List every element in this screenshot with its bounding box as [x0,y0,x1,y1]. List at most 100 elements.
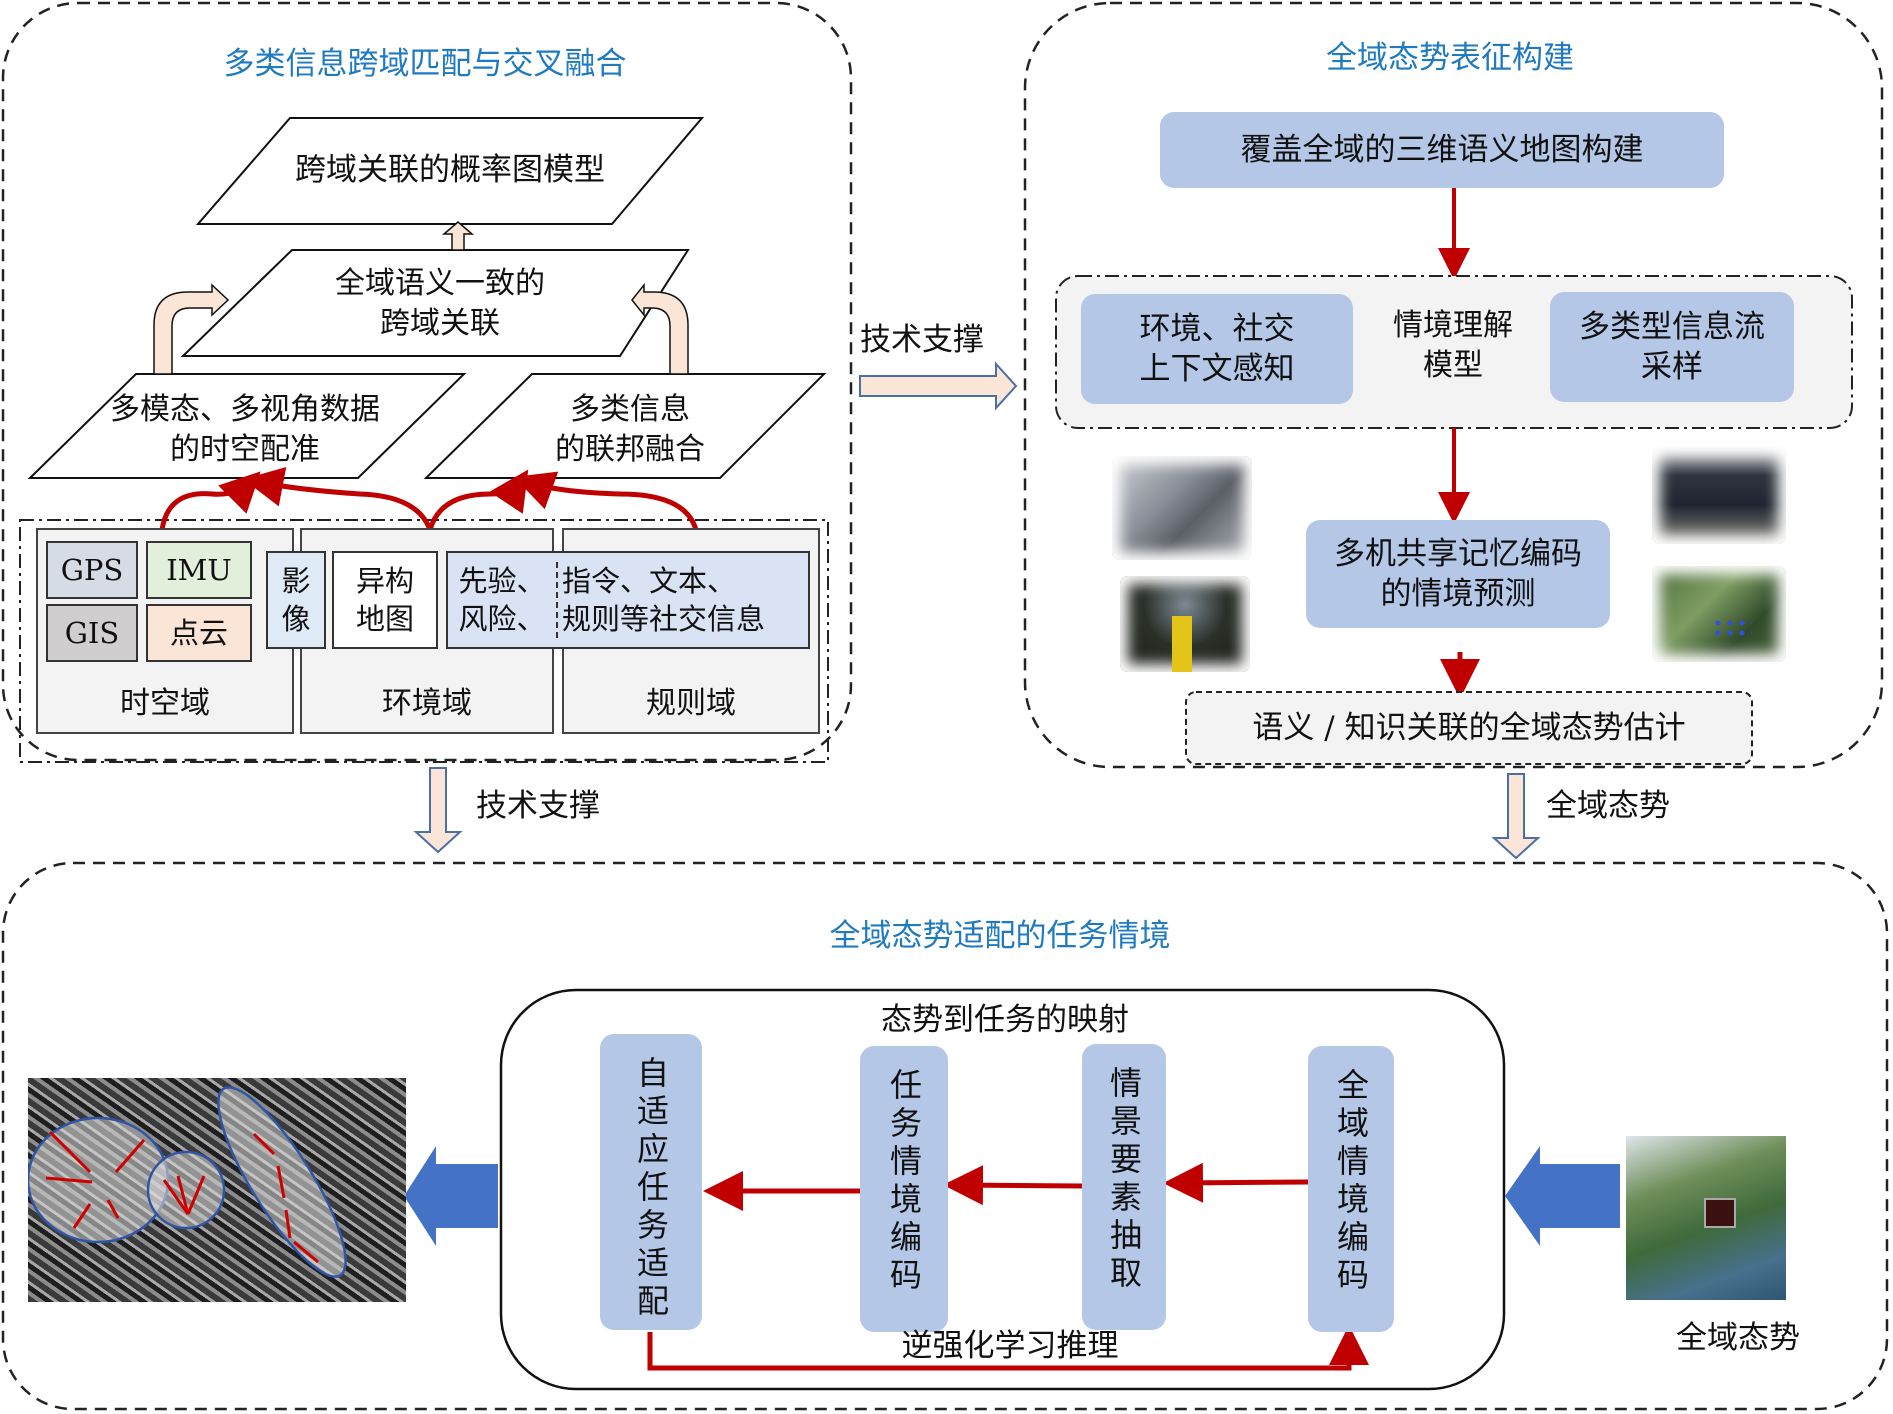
sampling-line: 多类型信息流 [1579,309,1765,345]
diverge-arrow [186,1175,206,1215]
left-panel-border [1,1,853,762]
model-line: 模型 [1423,348,1483,383]
path-arrow [276,1165,286,1199]
path-arrow [284,1209,292,1239]
situation-model-label: 情境理解 模型 [1376,306,1530,386]
mapping-container [499,988,1506,1391]
converge-arrow [48,1130,92,1174]
federated-fusion-line: 多类信息 [570,392,690,427]
command-center-marker [1704,1198,1736,1228]
spatiotemporal-registration-shape [27,373,467,479]
context-line: 上下文感知 [1139,351,1295,387]
situation-estimate-label: 语义 / 知识关联的全域态势估计 [1252,710,1686,746]
stage-label: 任务情境编码 [885,1068,923,1296]
federated-fusion-line: 的联邦融合 [555,432,705,467]
domain-label: 环境域 [382,686,472,721]
gis-box: GIS [46,604,138,662]
global-situation-label: 全域态势 [1676,1320,1800,1356]
mapping-title: 态势到任务的映射 [881,1002,1129,1038]
prob-graph-model-shape [195,117,705,225]
federated-fusion-label: 多类信息 的联邦融合 [460,390,800,470]
right-hollow-arrow [859,361,1018,411]
semantic-consistent-line: 跨域关联 [380,306,500,341]
stage-adaptive-task: 自适应任务适配 [600,1034,702,1330]
path-arrow [293,1240,319,1264]
up-hollow-arrow [441,221,475,251]
sampling-line: 采样 [1641,349,1703,385]
memory-line: 多机共享记忆编码 [1334,536,1582,572]
blue-left-arrow-out [404,1146,498,1246]
memory-line: 的情境预测 [1380,576,1536,612]
red-curve-arrow [513,471,699,531]
blue-left-arrow-in [1505,1146,1620,1246]
spatiotemporal-registration-label: 多模态、多视角数据 的时空配准 [60,390,430,470]
pointcloud-box: 点云 [146,604,252,662]
curved-hollow-arrow-left [153,283,230,375]
diverge-arrow [162,1179,190,1215]
social-info-line: 规则等社交信息 [562,602,766,636]
semantic-consistent-line: 全域语义一致的 [335,266,545,301]
situation-estimate-box [1185,691,1753,765]
domain-label: 规则域 [646,686,736,721]
red-left-arrow [1163,1162,1309,1203]
gps-box: GPS [46,541,138,599]
converge-arrow [45,1176,93,1184]
stage-label: 情景要素抽取 [1105,1066,1143,1294]
right-panel-title: 全域态势表征构建 [1326,40,1574,76]
prior-social-box: 先验、 风险、 指令、文本、 规则等社交信息 [446,551,810,649]
semantic-consistent-shape [180,249,690,357]
robot-arm-photo [1112,456,1252,560]
forest-robot-photo [1652,566,1786,662]
irl-feedback-arrow [647,1325,1369,1371]
imagery-box: 影 像 [266,551,326,649]
path-arrow [252,1132,276,1156]
prior-risk-text: 先验、 风险、 [448,562,558,638]
domain-label: 时空域 [120,686,210,721]
down-hollow-arrow-left [413,767,463,854]
down-hollow-arrow-right [1491,773,1541,860]
bottom-panel-border [1,861,1889,1411]
imagery-line: 像 [281,602,311,636]
imu-box: IMU [146,541,252,599]
hetero-map-line: 地图 [355,602,414,636]
semantic-consistent-label: 全域语义一致的 跨域关联 [230,264,650,344]
semantic-map-box: 覆盖全域的三维语义地图构建 [1160,112,1724,188]
source-container [19,519,829,763]
prior-risk-line: 风险、 [458,602,546,636]
spatiotemporal-line: 多模态、多视角数据 [110,392,380,427]
red-curve-arrow [159,471,261,531]
red-curve-arrow [427,469,529,531]
blue-robot-dots [1712,618,1752,638]
yellow-rail [1172,616,1192,672]
hetero-map-box: 异构 地图 [332,551,438,649]
diverge-arrow [176,1175,190,1215]
model-line: 情境理解 [1393,308,1513,343]
stage-task-encoding: 任务情境编码 [860,1046,948,1332]
irl-label: 逆强化学习推理 [901,1328,1119,1364]
red-left-arrow [943,1165,1083,1206]
command-center-map [1626,1136,1786,1300]
context-awareness-box: 环境、社交 上下文感知 [1081,294,1353,404]
federated-fusion-shape [423,373,827,479]
red-curve-arrow [243,467,433,531]
converge-arrow [72,1203,92,1229]
spatiotemporal-line: 的时空配准 [170,432,320,467]
global-situation-label-down: 全域态势 [1546,788,1670,824]
task-overlay [28,1086,347,1278]
prob-graph-model-label: 跨域关联的概率图模型 [295,152,605,188]
stage-global-encoding: 全域情境编码 [1308,1046,1394,1332]
hetero-map-line: 异构 [355,564,414,598]
context-line: 环境、社交 [1139,311,1295,347]
info-sampling-box: 多类型信息流 采样 [1550,292,1794,402]
tech-support-label-right: 技术支撑 [860,322,984,358]
social-info-text: 指令、文本、 规则等社交信息 [558,562,765,638]
stage-label: 自适应任务适配 [632,1056,670,1322]
converge-arrow [106,1199,120,1219]
cluster-ellipse [28,1116,170,1244]
left-panel-title: 多类信息跨域匹配与交叉融合 [223,46,627,82]
imagery-line: 影 [281,564,311,598]
tech-support-label-down: 技术支撑 [476,788,600,824]
social-info-line: 指令、文本、 [562,564,737,598]
right-panel-border [1023,1,1884,769]
shared-memory-box: 多机共享记忆编码 的情境预测 [1306,520,1610,628]
